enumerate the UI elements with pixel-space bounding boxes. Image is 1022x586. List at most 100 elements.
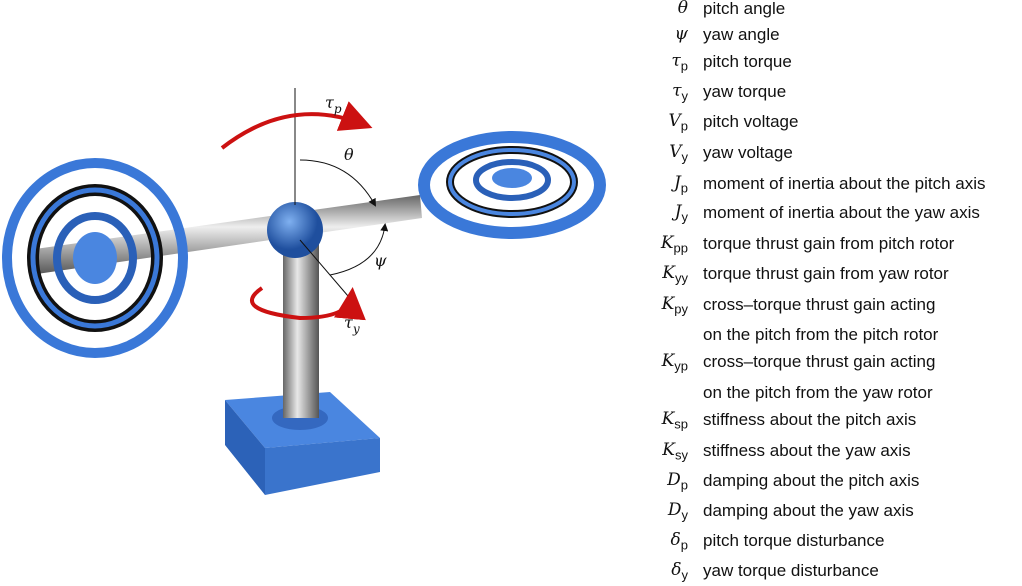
legend-symbol: Kpy [630, 294, 688, 316]
legend-description: torque thrust gain from yaw rotor [703, 264, 949, 283]
legend-symbol: Dp [630, 470, 688, 492]
symbol-main: K [662, 262, 675, 283]
pitch-rotor [2, 158, 188, 358]
legend-symbol: Kpp [630, 233, 688, 255]
symbol-subscript: py [674, 301, 688, 317]
legend-description: pitch voltage [703, 112, 799, 131]
legend-symbol: Kyy [630, 263, 688, 285]
legend-symbol: Ksy [630, 440, 688, 462]
symbol-main: ψ [674, 23, 688, 44]
legend-symbol: Dy [630, 500, 688, 522]
legend-symbol: τp [630, 51, 688, 73]
symbol-main: τ [671, 50, 681, 71]
symbol-main: J [673, 172, 681, 193]
legend-row: ψ yaw angle [630, 23, 780, 47]
legend-row: Kpp torque thrust gain from pitch rotor [630, 232, 955, 256]
legend-row: δy yaw torque disturbance [630, 559, 879, 583]
psi-arc [329, 223, 389, 276]
legend-row: θ pitch angle [630, 0, 785, 21]
legend-description: yaw voltage [703, 143, 793, 162]
legend-symbol: δp [630, 530, 688, 552]
legend-description: yaw torque disturbance [703, 561, 879, 580]
symbol-subscript: sy [675, 447, 688, 463]
legend-description: stiffness about the yaw axis [703, 441, 911, 460]
legend-description: yaw torque [703, 82, 787, 101]
legend-row: Jy moment of inertia about the yaw axis [630, 201, 980, 225]
symbol-main: D [667, 469, 681, 490]
legend-symbol: θ [630, 0, 688, 20]
legend-symbol: δy [630, 560, 688, 582]
legend-row: δp pitch torque disturbance [630, 529, 885, 553]
yaw-torque-arrow [250, 286, 366, 321]
legend-row: Vp pitch voltage [630, 110, 798, 134]
symbol-subscript: y [681, 88, 689, 104]
legend-description: moment of inertia about the yaw axis [703, 203, 980, 222]
pitch-torque-arrow [220, 101, 373, 150]
symbol-subscript: p [680, 477, 688, 493]
post [283, 240, 319, 418]
legend-row: Vy yaw voltage [630, 141, 793, 165]
symbol-main: V [668, 110, 681, 131]
symbol-main: K [662, 439, 675, 460]
yaw-rotor [418, 131, 606, 239]
legend-description: pitch angle [703, 0, 786, 18]
symbol-main: δ [671, 559, 682, 580]
legend-symbol: Jp [630, 173, 688, 195]
legend-symbol: Kyp [630, 351, 688, 373]
symbol-subscript: y [681, 209, 689, 225]
symbol-main: τ [672, 80, 682, 101]
symbol-main: K [661, 350, 675, 371]
legend-row: τp pitch torque [630, 50, 792, 74]
legend-symbol: ψ [630, 24, 688, 46]
legend-row: Kyp cross–torque thrust gain acting [630, 350, 936, 374]
symbol-subscript: p [680, 118, 688, 134]
legend-row: Dy damping about the yaw axis [630, 499, 914, 523]
legend-symbol: Vp [630, 111, 688, 133]
symbol-subscript: yy [675, 270, 688, 286]
legend-row: Kpy cross–torque thrust gain acting [630, 293, 936, 317]
legend-description: moment of inertia about the pitch axis [703, 174, 986, 193]
symbol-subscript: y [681, 507, 689, 523]
legend-row: Ksp stiffness about the pitch axis [630, 408, 917, 432]
legend-description: damping about the pitch axis [703, 471, 920, 490]
label-psi: ψ [374, 251, 387, 270]
legend-description: pitch torque disturbance [703, 531, 885, 550]
symbol-subscript: sp [674, 416, 688, 432]
symbol-subscript: p [680, 180, 688, 196]
label-tau-y: τy [344, 313, 360, 336]
symbol-subscript: y [681, 149, 689, 165]
symbol-main: K [660, 232, 674, 253]
legend-description: damping about the yaw axis [703, 501, 914, 520]
legend-row: Dp damping about the pitch axis [630, 469, 919, 493]
legend-symbol: Vy [630, 142, 688, 164]
legend-row: Jp moment of inertia about the pitch axis [630, 172, 986, 196]
legend-row: Kyy torque thrust gain from yaw rotor [630, 262, 949, 286]
legend-description: pitch torque [703, 52, 792, 71]
legend-description: cross–torque thrust gain acting [703, 295, 936, 314]
theta-arc [299, 159, 376, 207]
legend-description: cross–torque thrust gain acting [703, 352, 936, 371]
symbol-main: θ [677, 0, 688, 18]
symbol-subscript: p [680, 537, 688, 553]
label-tau-p: τp [325, 93, 342, 116]
symbol-subscript: pp [673, 240, 688, 256]
symbol-main: K [661, 408, 675, 429]
legend-description: on the pitch from the yaw rotor [703, 383, 933, 402]
legend-row: Ksy stiffness about the yaw axis [630, 439, 911, 463]
legend-description: stiffness about the pitch axis [703, 410, 917, 429]
legend-description: yaw angle [703, 25, 780, 44]
symbol-subscript: p [680, 58, 688, 74]
legend-description: on the pitch from the pitch rotor [703, 325, 939, 344]
symbol-main: J [674, 201, 682, 222]
arm [28, 195, 422, 275]
symbol-main: K [661, 293, 675, 314]
legend-symbol: Jy [630, 202, 688, 224]
label-theta: θ [344, 145, 354, 164]
symbol-main: V [669, 141, 682, 162]
symbol-subscript: yp [674, 358, 688, 374]
legend-row: on the pitch from the pitch rotor [630, 323, 938, 347]
legend-description: torque thrust gain from pitch rotor [703, 234, 955, 253]
legend-symbol: Ksp [630, 409, 688, 431]
hub [267, 202, 323, 258]
legend-row: on the pitch from the yaw rotor [630, 381, 933, 405]
